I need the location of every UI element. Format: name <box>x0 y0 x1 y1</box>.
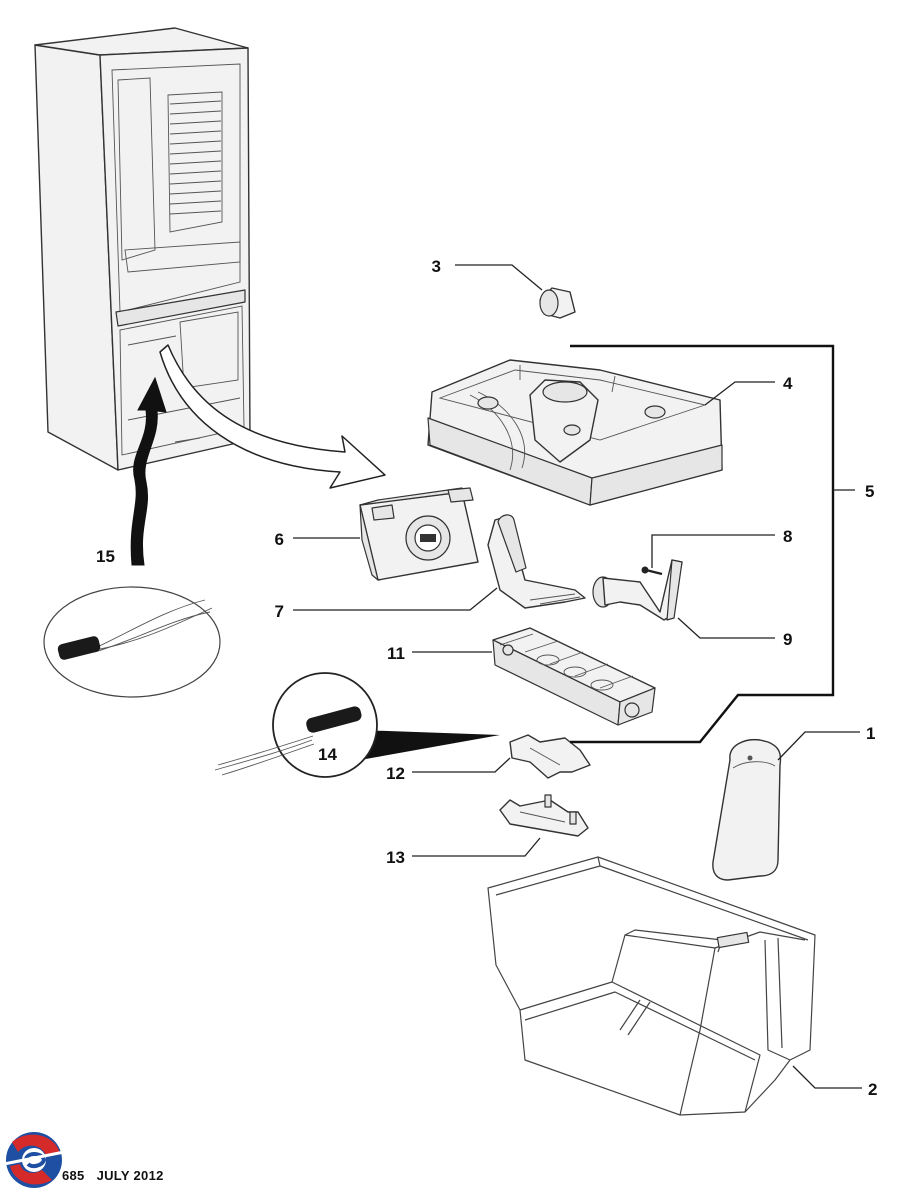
callout-2: 2 <box>868 1080 877 1099</box>
callout-3: 3 <box>432 257 441 276</box>
part-11-ice-tray <box>492 627 656 726</box>
part-6-control-box <box>359 487 479 581</box>
sensor-detail-14 <box>214 672 500 778</box>
back-louvres <box>167 91 223 233</box>
sensor-wire-route <box>130 376 167 566</box>
footer: 685 JULY 2012 <box>62 1168 164 1183</box>
callout-8: 8 <box>783 527 792 546</box>
part-13-clip <box>499 794 589 837</box>
callout-12: 12 <box>386 764 405 783</box>
part-8-screw <box>641 566 663 576</box>
footer-code: 685 <box>62 1168 85 1183</box>
direction-arrow <box>159 344 386 489</box>
group-5-bracket <box>570 344 835 744</box>
part-3-knob <box>539 287 576 319</box>
callout-5: 5 <box>865 482 874 501</box>
part-12-bracket <box>509 734 591 779</box>
refrigerator-cabinet <box>34 27 251 471</box>
callout-9: 9 <box>783 630 792 649</box>
callout-1: 1 <box>866 724 875 743</box>
part-7-ejector-arm <box>487 514 586 609</box>
callout-4: 4 <box>783 374 793 393</box>
sensor-detail-15 <box>43 586 221 698</box>
callout-11: 11 <box>387 644 405 663</box>
footer-date: JULY 2012 <box>96 1168 164 1183</box>
callout-14: 14 <box>318 745 337 764</box>
part-1-cover <box>712 738 782 881</box>
part-2-ice-bucket <box>487 856 816 1116</box>
callout-6: 6 <box>275 530 284 549</box>
callout-7: 7 <box>275 602 284 621</box>
leader-lines <box>293 264 862 1089</box>
callout-13: 13 <box>386 848 405 867</box>
part-4-housing <box>427 359 723 506</box>
callout-15: 15 <box>96 547 115 566</box>
part-9-motor-arm <box>592 559 683 621</box>
callouts: 3 4 5 6 7 8 9 11 12 13 14 15 1 2 <box>96 257 877 1099</box>
brand-logo <box>3 1132 65 1188</box>
